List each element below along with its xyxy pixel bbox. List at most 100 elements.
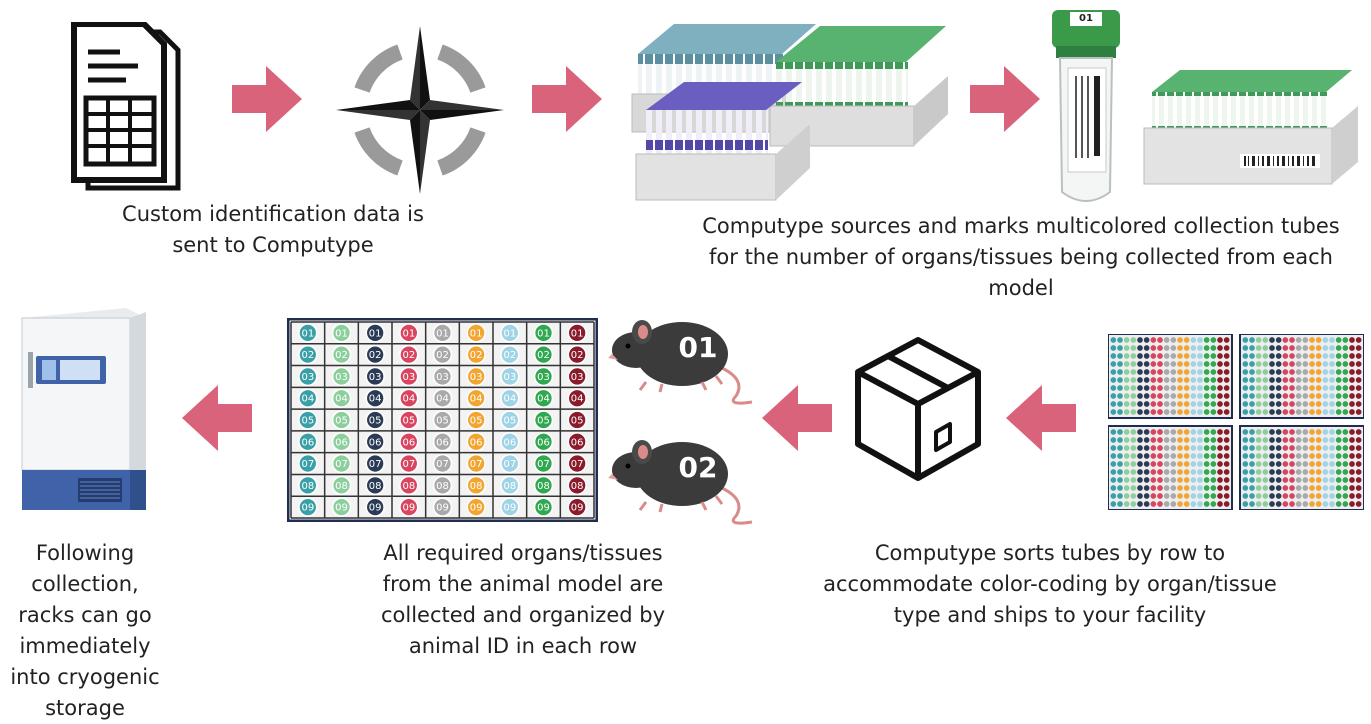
tube-cap: [432, 323, 453, 343]
mini-tube-cap: [1210, 353, 1217, 359]
mini-tube-cap: [1322, 361, 1329, 367]
mini-tube-cap: [1170, 445, 1177, 451]
mini-tube-cap: [1349, 437, 1355, 443]
tube-label: 07: [369, 459, 382, 470]
mini-tube-cap: [1203, 493, 1210, 499]
mini-tube-cap: [1177, 493, 1183, 499]
mini-tube-cap: [1302, 445, 1309, 451]
mini-tube-cap: [1110, 337, 1117, 343]
mini-tube-cap: [1242, 369, 1249, 375]
mini-tube-cap: [1217, 461, 1223, 467]
mini-tube-cap: [1262, 429, 1269, 435]
mini-tube-cap: [1150, 445, 1157, 451]
mini-tube-cap: [1302, 385, 1309, 391]
mini-tube-cap: [1262, 453, 1269, 459]
mini-tube-cap: [1242, 453, 1249, 459]
mini-tube-cap: [1217, 393, 1223, 399]
mini-tube-cap: [1309, 477, 1315, 483]
mini-tube-cap: [1355, 353, 1362, 359]
mini-tube-cap: [1183, 461, 1190, 467]
mini-tube-cap: [1342, 477, 1349, 483]
mini-tube-cap: [1329, 485, 1335, 491]
mini-tube-cap: [1255, 393, 1262, 399]
mini-tube-cap: [1269, 429, 1275, 435]
mini-tube-cap: [1349, 369, 1355, 375]
mini-tube-cap: [1289, 469, 1295, 475]
mini-tube-cap: [1123, 361, 1130, 367]
mini-tube-cap: [1183, 409, 1190, 415]
mini-tube-cap: [1249, 429, 1255, 435]
mini-tube-cap: [1255, 485, 1262, 491]
mini-tube-cap: [1289, 353, 1295, 359]
mini-tube-cap: [1295, 445, 1302, 451]
tube-cap: [399, 475, 419, 495]
mini-tube-cap: [1289, 393, 1295, 399]
mini-tube-cap: [1275, 437, 1282, 443]
mini-tube-cap: [1315, 485, 1322, 491]
mini-tube-cap: [1295, 393, 1302, 399]
mini-tube-cap: [1223, 369, 1230, 375]
mini-tube-cap: [1130, 377, 1137, 383]
mini-tube-cap: [1262, 485, 1269, 491]
mini-tube-cap: [1123, 393, 1130, 399]
mini-tube-cap: [1282, 469, 1289, 475]
mini-tube-cap: [1342, 501, 1349, 507]
tube-cap: [365, 345, 385, 365]
mini-tube-cap: [1170, 393, 1177, 399]
mini-tube-cap: [1342, 429, 1349, 435]
mini-tube-cap: [1150, 493, 1157, 499]
mini-tube-cap: [1117, 401, 1123, 407]
mini-tube-cap: [1117, 369, 1123, 375]
tube-label: 02: [335, 350, 348, 361]
mini-tube-cap: [1275, 429, 1282, 435]
tube-cap: [331, 497, 352, 517]
mini-tube-cap: [1322, 337, 1329, 343]
mini-tube-cap: [1177, 393, 1183, 399]
tube-cap: [432, 366, 453, 387]
mini-tube-cap: [1289, 361, 1295, 367]
tube-label: 08: [369, 481, 382, 492]
shipping-box-icon: [852, 334, 984, 484]
mini-tube-cap: [1309, 393, 1315, 399]
mini-tube-cap: [1309, 429, 1315, 435]
mini-tube-cap: [1150, 477, 1157, 483]
mini-tube-cap: [1295, 409, 1302, 415]
mini-tube-cap: [1329, 377, 1335, 383]
tube-label: 03: [571, 372, 584, 383]
mini-tube-cap: [1157, 493, 1163, 499]
mini-tube-cap: [1269, 353, 1275, 359]
mini-tube-cap: [1309, 401, 1315, 407]
mini-tube-cap: [1217, 377, 1223, 383]
mini-tube-cap: [1349, 353, 1355, 359]
mini-tube-cap: [1315, 469, 1322, 475]
mini-tube-cap: [1117, 501, 1123, 507]
mini-tube-cap: [1137, 337, 1143, 343]
right-arrow-icon: [970, 66, 1040, 132]
mini-tube-cap: [1289, 477, 1295, 483]
tube-label: 06: [369, 437, 382, 448]
mini-tube-cap: [1190, 429, 1197, 435]
spreadsheet-document-icon: [66, 22, 184, 194]
tube-cap: [533, 345, 554, 365]
tube-label: 01: [369, 328, 382, 339]
mini-tube-cap: [1342, 377, 1349, 383]
mini-tube-cap: [1289, 493, 1295, 499]
mini-tube-cap: [1255, 361, 1262, 367]
mini-tube-cap: [1269, 393, 1275, 399]
mini-tube-cap: [1302, 493, 1309, 499]
tube-label: 08: [301, 481, 314, 492]
mini-tube-cap: [1197, 409, 1203, 415]
mini-tube-cap: [1302, 501, 1309, 507]
tube-label: 02: [537, 350, 550, 361]
mini-tube-cap: [1342, 461, 1349, 467]
mini-tube-cap: [1329, 369, 1335, 375]
mini-tube-cap: [1143, 377, 1150, 383]
step1-caption: Custom identification data is sent to Co…: [122, 202, 424, 257]
mini-tube-cap: [1130, 493, 1137, 499]
mini-tube-cap: [1203, 401, 1210, 407]
mini-tube-cap: [1170, 469, 1177, 475]
mini-tube-cap: [1183, 501, 1190, 507]
mini-tube-cap: [1110, 469, 1117, 475]
tube-cap: [500, 453, 520, 474]
mini-tube-cap: [1309, 501, 1315, 507]
